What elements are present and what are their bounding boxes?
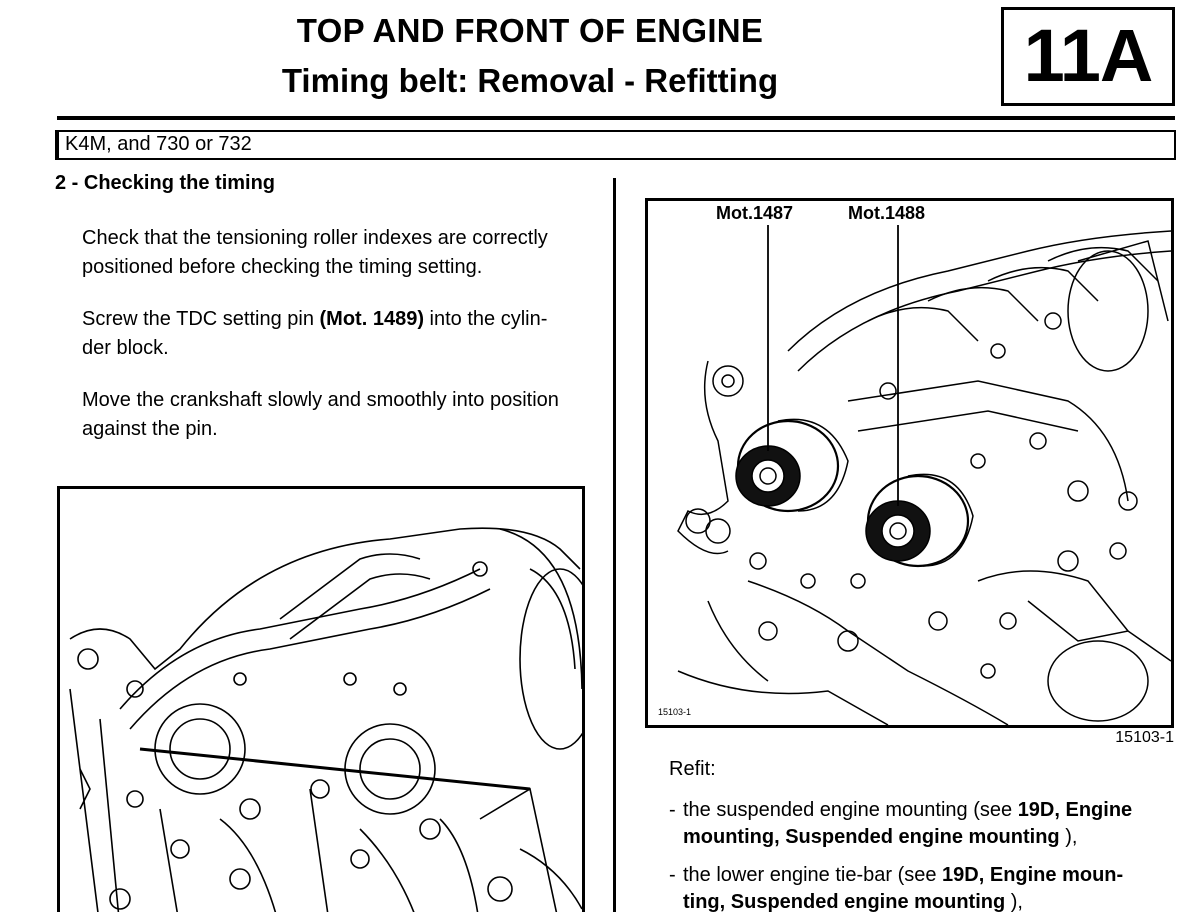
cross-reference: ting, Suspended engine mounting — [683, 891, 1006, 912]
engine-diagram-right: Mot.1487 Mot.1488 15103-1 — [645, 198, 1174, 728]
section-title: 2 - Checking the timing — [55, 172, 276, 194]
tool-label-mot1487: Mot.1487 — [716, 203, 793, 223]
paragraph-text: into the cylin- — [423, 308, 548, 330]
paragraph-tensioning-check: Check that the tensioning roller indexes… — [82, 227, 548, 278]
figure-inner-ref: 15103-1 — [658, 707, 691, 717]
paragraph-tdc-pin: Screw the TDC setting pin (Mot. 1489) in… — [82, 305, 592, 363]
paragraph-crankshaft: Move the crankshaft slowly and smoothly … — [82, 389, 559, 440]
figure-caption: 15103-1 — [1115, 729, 1174, 746]
paragraph-text: der block. — [82, 337, 169, 359]
tool-label-mot1488: Mot.1488 — [848, 203, 925, 223]
model-line-text: K4M, and 730 or 732 — [65, 133, 252, 155]
engine-drawing-left — [69, 527, 582, 912]
list-item: -the suspended engine mounting (see 19D,… — [669, 797, 1189, 851]
model-line-box: K4M, and 730 or 732 — [55, 130, 1176, 160]
list-item-text: ), — [1005, 891, 1023, 912]
cross-reference: 19D, Engine moun- — [942, 864, 1124, 886]
list-dash: - — [669, 864, 676, 886]
tool-reference: (Mot. 1489) — [319, 308, 424, 330]
list-dash: - — [669, 799, 676, 821]
list-item-text: the lower engine tie-bar (see — [683, 864, 943, 886]
engine-drawing-right: Mot.1487 Mot.1488 15103-1 — [658, 203, 1171, 725]
refit-heading: Refit: — [669, 758, 716, 780]
paragraph-text: Screw the TDC setting pin — [82, 308, 320, 330]
section-code-badge: 11A — [1001, 7, 1175, 106]
list-item: -the lower engine tie-bar (see 19D, Engi… — [669, 862, 1189, 912]
page-title: TOP AND FRONT OF ENGINE — [296, 12, 764, 49]
list-item-text: ), — [1059, 826, 1078, 848]
page-subtitle: Timing belt: Removal - Refitting — [281, 62, 779, 99]
column-divider — [613, 178, 616, 912]
cross-reference: mounting, Suspended engine mounting — [683, 826, 1060, 848]
list-item-text: the suspended engine mounting (see — [683, 799, 1018, 821]
engine-diagram-left — [57, 486, 585, 912]
cross-reference: 19D, Engine — [1017, 799, 1133, 821]
header-rule — [57, 116, 1175, 120]
